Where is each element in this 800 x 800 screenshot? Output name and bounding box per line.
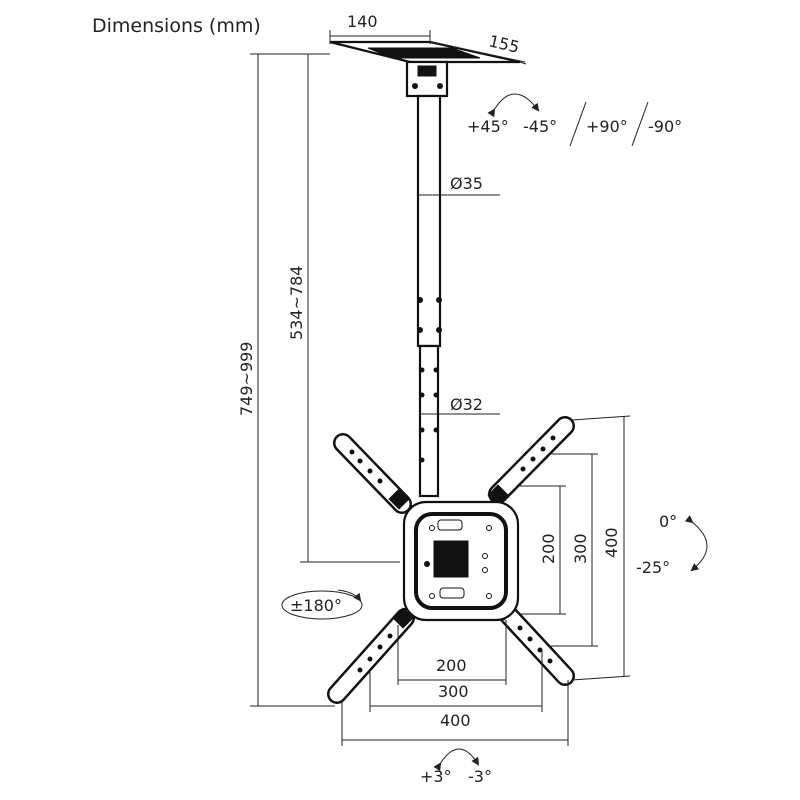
pole-height-dimension: 534~784: [287, 53, 400, 563]
pole-height-label: 534~784: [287, 266, 306, 340]
lower-diameter-label: Ø32: [450, 395, 483, 414]
swivel-left-label: +45°: [467, 117, 509, 136]
arm-upper-left: [333, 433, 412, 514]
vesa-h-inner-label: 200: [436, 656, 467, 675]
tilt-rotation: 0° -25°: [636, 512, 708, 577]
upper-pole: [416, 94, 442, 348]
lower-pole: [418, 344, 440, 498]
swivel-right-label: -45°: [523, 117, 557, 136]
vesa-arms: [327, 416, 575, 704]
tilt-top-label: 0°: [659, 512, 677, 531]
swivel-rotation: +45° -45° +90° -90°: [467, 93, 682, 147]
arm-lower-left: [327, 607, 415, 704]
plate-depth-label: 155: [487, 31, 521, 56]
level-rotation: +3° -3°: [420, 748, 492, 786]
pan-rotation: ±180°: [281, 589, 363, 620]
plate-width-dimension: 140: [329, 12, 431, 44]
rotate-left-label: +90°: [586, 117, 628, 136]
vesa-v-mid-label: 300: [571, 533, 590, 564]
center-plate: [402, 500, 520, 622]
vesa-horizontal-dimensions: 200 300 400: [341, 620, 569, 746]
level-right-label: -3°: [468, 767, 492, 786]
vesa-vertical-dimensions: 200 300 400: [520, 415, 631, 681]
total-height-label: 749~999: [237, 342, 256, 416]
total-height-dimension: 749~999: [237, 53, 335, 707]
lower-diameter-callout: Ø32: [420, 395, 500, 415]
tilt-bottom-label: -25°: [636, 558, 670, 577]
vesa-h-outer-label: 400: [440, 711, 471, 730]
ceiling-plate: [329, 40, 521, 98]
vesa-v-outer-label: 400: [602, 527, 621, 558]
diagram-title: Dimensions (mm): [92, 15, 261, 37]
rotate-right-label: -90°: [648, 117, 682, 136]
arm-upper-right: [487, 416, 575, 506]
vesa-v-inner-label: 200: [539, 533, 558, 564]
level-left-label: +3°: [420, 767, 452, 786]
pan-label: ±180°: [290, 596, 342, 615]
vesa-h-mid-label: 300: [438, 682, 469, 701]
upper-diameter-label: Ø35: [450, 174, 483, 193]
upper-diameter-callout: Ø35: [418, 174, 500, 196]
plate-width-label: 140: [347, 12, 378, 31]
